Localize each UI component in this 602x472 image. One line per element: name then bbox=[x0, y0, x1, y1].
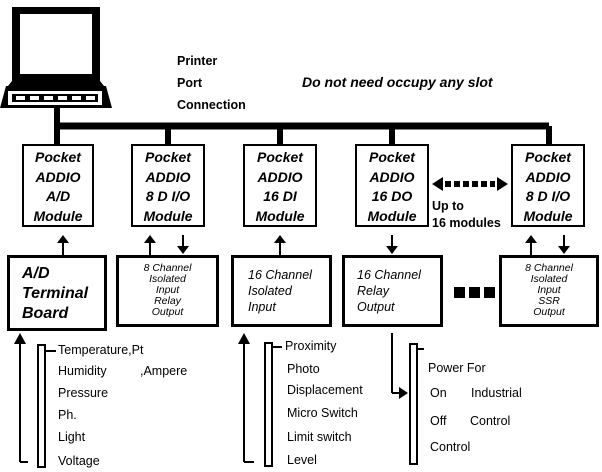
module-ad-line-1: Pocket bbox=[35, 149, 81, 165]
module-8dio: Pocket ADDIO 8 D I/O Module bbox=[131, 144, 205, 227]
io-arrows bbox=[57, 235, 570, 255]
module-16do-line-3: 16 DO bbox=[371, 188, 413, 204]
board-ad-terminal: A/D Terminal Board bbox=[7, 255, 107, 331]
slot-note: Do not need occupy any slot bbox=[302, 74, 493, 90]
module-8dio-right-line-3: 8 D I/O bbox=[525, 188, 571, 204]
board-do-line-3: Output bbox=[357, 300, 395, 314]
printer-port-line-1: Printer bbox=[177, 54, 218, 68]
computer-icon bbox=[0, 7, 112, 108]
board-relay-line-4: Relay bbox=[154, 295, 181, 307]
board-di-line-3: Input bbox=[248, 300, 276, 314]
board-relay-line-2: Isolated bbox=[149, 273, 186, 285]
module-16do-line-1: Pocket bbox=[369, 149, 415, 165]
do-output-on: On bbox=[430, 386, 447, 400]
do-output-off: Off bbox=[430, 414, 447, 428]
ad-input-ampere: ,Ampere bbox=[140, 364, 188, 378]
board-ad-line-3: Board bbox=[22, 305, 69, 322]
board-relay-line-3: Input bbox=[155, 284, 180, 296]
board-ad-line-2: Terminal bbox=[22, 285, 89, 302]
module-16di-line-4: Module bbox=[255, 207, 305, 224]
module-16di-line-2: ADDIO bbox=[257, 168, 303, 185]
board-ssr-line-3: Input bbox=[537, 284, 561, 296]
board-di-line-2: Isolated bbox=[248, 284, 292, 298]
module-8dio-line-2: ADDIO bbox=[145, 168, 191, 185]
module-16di: Pocket ADDIO 16 DI Module bbox=[243, 144, 317, 227]
module-ad-line-2: ADDIO bbox=[35, 168, 81, 185]
board-di-line-1: 16 Channel bbox=[248, 268, 312, 282]
module-8dio-right-line-2: ADDIO bbox=[525, 168, 571, 185]
board-ssr-line-4: SSR bbox=[538, 295, 560, 307]
do-output-bracket bbox=[391, 333, 424, 465]
module-8dio-right-line-1: Pocket bbox=[525, 149, 571, 165]
printer-port-line-2: Port bbox=[177, 76, 202, 90]
di-input-bracket bbox=[238, 333, 282, 467]
board-ssr-line-2: Isolated bbox=[530, 273, 568, 285]
ellipsis-squares bbox=[454, 287, 495, 298]
ad-input-temperature: Temperature,Pt bbox=[58, 343, 144, 357]
do-output-power-for: Power For bbox=[428, 361, 486, 375]
ad-input-bracket bbox=[14, 333, 56, 468]
di-input-displacement: Displacement bbox=[287, 383, 363, 397]
ad-input-humidity: Humidity bbox=[58, 364, 107, 378]
ad-input-light: Light bbox=[58, 430, 86, 444]
module-16di-line-3: 16 DI bbox=[263, 188, 297, 204]
module-ad: Pocket ADDIO A/D Module bbox=[22, 144, 94, 227]
module-16di-line-1: Pocket bbox=[257, 149, 303, 165]
board-relay-line-1: 8 Channel bbox=[143, 262, 192, 274]
board-8ch-relay: 8 Channel Isolated Input Relay Output bbox=[116, 255, 219, 327]
module-8dio-line-1: Pocket bbox=[145, 149, 191, 165]
printer-port-line-3: Connection bbox=[177, 98, 246, 112]
board-ad-line-1: A/D bbox=[22, 265, 50, 282]
di-input-level: Level bbox=[287, 453, 317, 467]
di-input-limit-switch: Limit switch bbox=[287, 430, 352, 444]
ad-input-ph: Ph. bbox=[58, 408, 77, 422]
board-ssr-line-5: Output bbox=[533, 306, 565, 318]
module-ad-line-4: Module bbox=[33, 207, 83, 224]
module-8dio-right: Pocket ADDIO 8 D I/O Module bbox=[511, 144, 585, 227]
module-16do-line-2: ADDIO bbox=[369, 168, 415, 185]
board-16ch-relay-output: 16 Channel Relay Output bbox=[342, 255, 443, 327]
do-output-control: Control bbox=[470, 414, 511, 428]
module-16do: Pocket ADDIO 16 DO Module bbox=[355, 144, 429, 227]
module-8dio-line-4: Module bbox=[143, 207, 193, 224]
di-input-photo: Photo bbox=[287, 362, 320, 376]
expand-line-1: Up to bbox=[432, 199, 464, 213]
ad-input-voltage: Voltage bbox=[58, 454, 100, 468]
board-do-line-1: 16 Channel bbox=[357, 268, 421, 282]
module-8dio-right-line-4: Module bbox=[523, 207, 573, 224]
do-output-control-2: Control bbox=[430, 440, 471, 454]
board-16ch-input: 16 Channel Isolated Input bbox=[231, 255, 332, 327]
module-ad-line-3: A/D bbox=[45, 188, 71, 204]
board-8ch-ssr: 8 Channel Isolated Input SSR Output bbox=[499, 255, 599, 327]
board-do-line-2: Relay bbox=[357, 284, 389, 298]
di-input-proximity: Proximity bbox=[285, 339, 337, 353]
board-relay-line-5: Output bbox=[151, 306, 184, 318]
bus-lines bbox=[54, 108, 552, 144]
do-output-industrial: Industrial bbox=[471, 386, 522, 400]
di-input-micro-switch: Micro Switch bbox=[287, 406, 358, 420]
board-ssr-line-1: 8 Channel bbox=[525, 262, 573, 274]
module-8dio-line-3: 8 D I/O bbox=[145, 188, 191, 204]
expansion-arrow bbox=[432, 177, 508, 191]
module-16do-line-4: Module bbox=[367, 207, 417, 224]
expand-line-2: 16 modules bbox=[432, 216, 501, 230]
ad-input-pressure: Pressure bbox=[58, 386, 109, 400]
